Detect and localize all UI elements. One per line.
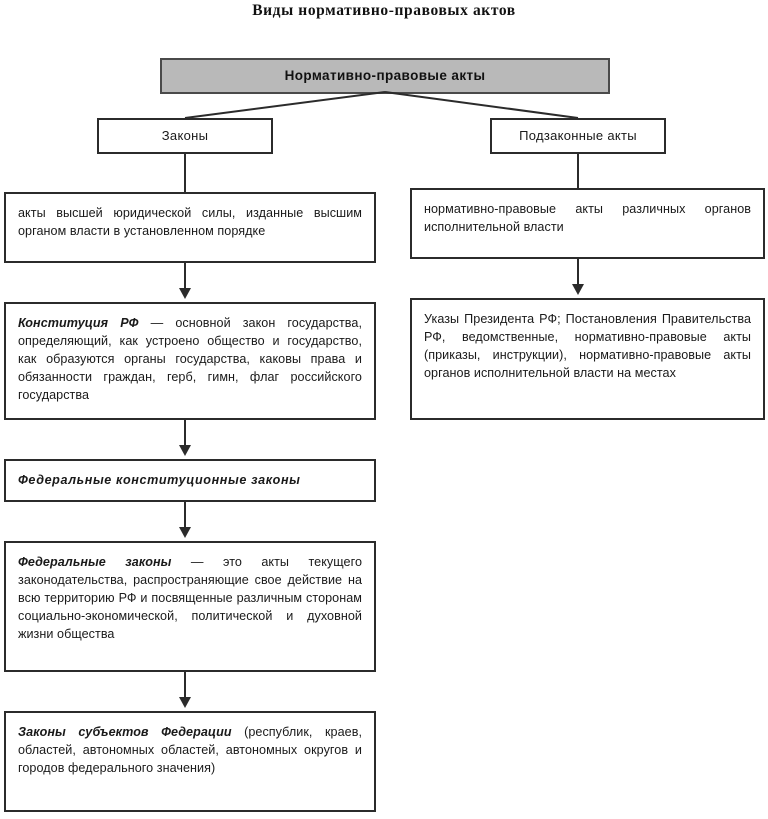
node-constitution-lead: Конституция РФ bbox=[18, 316, 139, 330]
arrowhead-icon bbox=[179, 445, 191, 456]
node-subject-laws-lead: Законы субъектов Федерации bbox=[18, 725, 232, 739]
node-federal-laws-body: — это акты текущего законодательства, ра… bbox=[18, 555, 362, 641]
node-subject-laws: Законы субъектов Федерации (республик, к… bbox=[4, 711, 376, 812]
node-constitution: Конституция РФ — основной закон государс… bbox=[4, 302, 376, 420]
connector-fkz-to-federal-laws bbox=[184, 502, 186, 533]
node-branch-laws: Законы bbox=[97, 118, 273, 154]
connector-bylaws-definition-to-examples bbox=[577, 259, 579, 290]
page-title: Виды нормативно-правовых актов bbox=[252, 2, 516, 19]
node-bylaws-examples: Указы Президента РФ; Постановления Прави… bbox=[410, 298, 765, 420]
node-federal-laws-text: Федеральные законы — это акты текущего з… bbox=[18, 554, 362, 643]
node-subject-laws-body: (республик, краев, областей, автономных … bbox=[18, 725, 362, 775]
node-laws-definition-text: акты высшей юридической силы, изданные в… bbox=[18, 206, 362, 238]
node-branch-laws-label: Законы bbox=[161, 127, 209, 143]
arrowhead-icon bbox=[179, 527, 191, 538]
node-branch-bylaws: Подзаконные акты bbox=[490, 118, 666, 154]
node-root-label: Нормативно-правовые акты bbox=[284, 68, 486, 84]
node-federal-laws-lead: Федеральные законы bbox=[18, 555, 172, 569]
connector-bylaws-to-definition bbox=[577, 154, 579, 188]
connector-constitution-to-fkz bbox=[184, 420, 186, 451]
arrowhead-icon bbox=[179, 697, 191, 708]
node-subject-laws-text: Законы субъектов Федерации (республик, к… bbox=[18, 724, 362, 778]
node-laws-definition: акты высшей юридической силы, изданные в… bbox=[4, 192, 376, 263]
node-constitution-text: Конституция РФ — основной закон государс… bbox=[18, 315, 362, 404]
node-branch-bylaws-label: Подзаконные акты bbox=[519, 127, 637, 143]
connector-definition-to-constitution bbox=[184, 263, 186, 294]
node-bylaws-definition-text: нормативно-правовые акты различных орган… bbox=[424, 202, 751, 234]
connector-federal-laws-to-subject-laws bbox=[184, 672, 186, 703]
root-branch-connectors bbox=[184, 91, 579, 119]
node-federal-laws: Федеральные законы — это акты текущего з… bbox=[4, 541, 376, 672]
node-federal-constitutional-laws-text: Федеральные конституционные законы bbox=[18, 472, 301, 487]
node-federal-constitutional-laws: Федеральные конституционные законы bbox=[4, 459, 376, 502]
arrowhead-icon bbox=[572, 284, 584, 295]
node-root: Нормативно-правовые акты bbox=[160, 58, 610, 94]
arrowhead-icon bbox=[179, 288, 191, 299]
node-bylaws-definition: нормативно-правовые акты различных орган… bbox=[410, 188, 765, 259]
connector-laws-to-definition bbox=[184, 154, 186, 192]
node-constitution-body: — основной закон государства, определяющ… bbox=[18, 316, 362, 402]
node-bylaws-examples-text: Указы Президента РФ; Постановления Прави… bbox=[424, 312, 751, 380]
